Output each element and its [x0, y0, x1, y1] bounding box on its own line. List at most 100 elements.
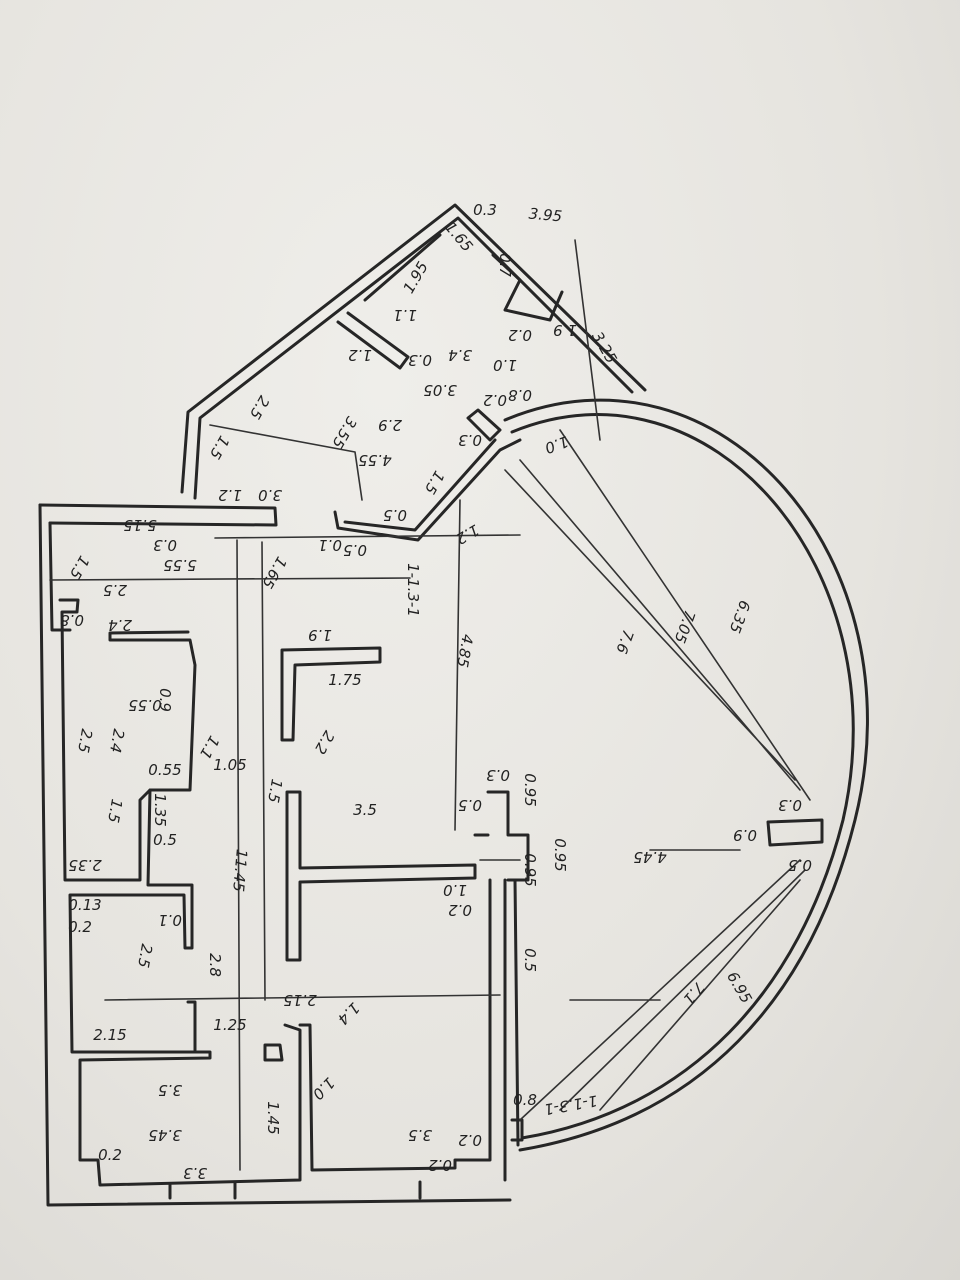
dimension-label: 2.5 — [103, 581, 127, 599]
dimension-label: 7.6 — [612, 627, 637, 656]
dimension-label: 0.3 — [778, 796, 802, 814]
dimension-label: 0.2 — [458, 1131, 482, 1149]
dimension-label: 5.15 — [123, 516, 156, 534]
dimension-label: 2.4 — [106, 728, 128, 755]
dimension-label: 0.5 — [788, 856, 812, 874]
dimension-label: 0.13 — [68, 896, 101, 914]
upper-room-outer-wall — [180, 203, 647, 494]
dimension-label: 0.2 — [68, 918, 92, 936]
dimension-label: 1.05 — [213, 756, 246, 774]
dimension-label: 0.5 — [153, 831, 177, 849]
dimension-label: 0.55 — [148, 761, 181, 779]
dimension-label: 2.15 — [93, 1026, 126, 1044]
dimension-label: 0.3 — [486, 766, 510, 784]
dimension-label: 11.45 — [229, 848, 251, 892]
dimension-label: 1.65 — [441, 218, 476, 255]
dimension-label: 0.8 — [513, 1091, 537, 1109]
dimension-label: 1.25 — [213, 1016, 246, 1034]
dimension-label: 3.95 — [528, 205, 563, 226]
dimension-label: 1.2 — [453, 521, 483, 549]
dimension-label: 3.3 — [183, 1164, 207, 1182]
dimension-label: 3.4 — [448, 346, 472, 364]
dimension-label: 0.5 — [343, 541, 367, 559]
dimension-label: 1.75 — [328, 671, 361, 689]
dimension-label: 0.55 — [128, 696, 161, 714]
dimension-label: 3.5 — [353, 801, 377, 819]
closet-wall — [363, 233, 564, 322]
top-wall — [38, 503, 278, 527]
dimension-label: 0.1 — [158, 911, 182, 929]
dimension-label: 0.95 — [521, 853, 539, 886]
left-outer-wall — [38, 503, 512, 1207]
dimension-label: 0.8 — [60, 611, 84, 629]
dimension-lines — [49, 239, 811, 1171]
dimension-label: 2.35 — [68, 856, 101, 874]
dimension-label: 1.0 — [542, 432, 571, 457]
dimension-label: 0.3 — [458, 431, 482, 449]
dimension-label: 6.95 — [723, 969, 755, 1007]
left-inner-wall — [48, 521, 72, 632]
dimension-label: 3.45 — [148, 1126, 181, 1144]
dimension-label: 5.55 — [163, 556, 196, 574]
dimension-label: 0.7 — [496, 253, 514, 277]
dimension-label: 2.4 — [108, 616, 132, 634]
dimension-label: 0.3 — [473, 201, 497, 219]
dimension-label: 4.85 — [453, 633, 477, 669]
dimension-label: 1.0 — [309, 1074, 339, 1104]
dimension-label: 4.55 — [358, 451, 391, 469]
right-room-walls — [298, 878, 507, 1182]
dimension-label: 2.8 — [206, 953, 224, 977]
dimension-label: 2.2 — [311, 728, 339, 758]
dimension-label: 1.45 — [264, 1101, 282, 1134]
dimension-label: 1.5 — [104, 798, 126, 825]
dimension-label: 1.5 — [421, 468, 449, 498]
walls — [38, 203, 869, 1207]
dimension-label: 1.2 — [348, 346, 372, 364]
dimension-label: 2.9 — [378, 416, 402, 434]
dimension-label: 4.45 — [633, 848, 666, 866]
dimension-label: 1.0 — [493, 356, 517, 374]
dimension-label: 1.2 — [218, 486, 242, 504]
balcony-post — [766, 818, 824, 847]
right-outer-wall — [510, 878, 524, 1147]
dimension-label: 3.5 — [408, 1126, 432, 1144]
cross-column — [473, 790, 530, 882]
dimension-label: 3.05 — [423, 381, 456, 399]
dimension-label: 1.1 — [393, 306, 417, 324]
balcony-arc-outer — [503, 398, 869, 1152]
dimension-label: 0.9 — [733, 826, 757, 844]
dimension-label: 0.95 — [521, 773, 539, 806]
dimension-label: 0.9 — [156, 688, 174, 712]
dimension-label: 0.3 — [153, 536, 177, 554]
dimension-label: 0.5 — [458, 796, 482, 814]
dimension-label: 1.5 — [66, 553, 94, 583]
dimension-label: 0.5 — [383, 506, 407, 524]
upper-partition — [336, 311, 410, 370]
upper-room-inner-wall — [193, 216, 634, 500]
dimension-label: 1.0 — [443, 881, 467, 899]
dimension-label: 0.2 — [508, 326, 532, 344]
stub-wall — [466, 408, 502, 442]
dimension-label: 0.2 — [98, 1146, 122, 1164]
dimension-label: 1.35 — [151, 793, 169, 826]
dimension-label: 1.5 — [206, 433, 234, 463]
upper-room-lower-wall — [333, 438, 522, 542]
dimension-label: 7.1 — [679, 978, 708, 1008]
dimension-label: 7.05 — [671, 608, 699, 646]
dimension-label: 2.5 — [246, 393, 274, 423]
dimension-label: 1.9 — [308, 626, 332, 644]
dimension-label: 2.15 — [283, 991, 316, 1009]
corridor-wall — [186, 1000, 284, 1062]
dimension-label: 2.5 — [134, 943, 156, 970]
dimension-label: 3.55 — [328, 414, 360, 452]
dimension-label: 1.4 — [334, 999, 364, 1029]
dimension-label: 0.2 — [448, 901, 472, 919]
bathroom-walls — [68, 788, 302, 1187]
dimension-label: 1-1.3-1 — [404, 563, 422, 617]
dimension-label: 3.0 — [258, 486, 282, 504]
bedroom-left-wall — [58, 598, 197, 882]
dimension-label: 0.1 — [318, 536, 342, 554]
bottom-windows — [168, 1180, 422, 1200]
